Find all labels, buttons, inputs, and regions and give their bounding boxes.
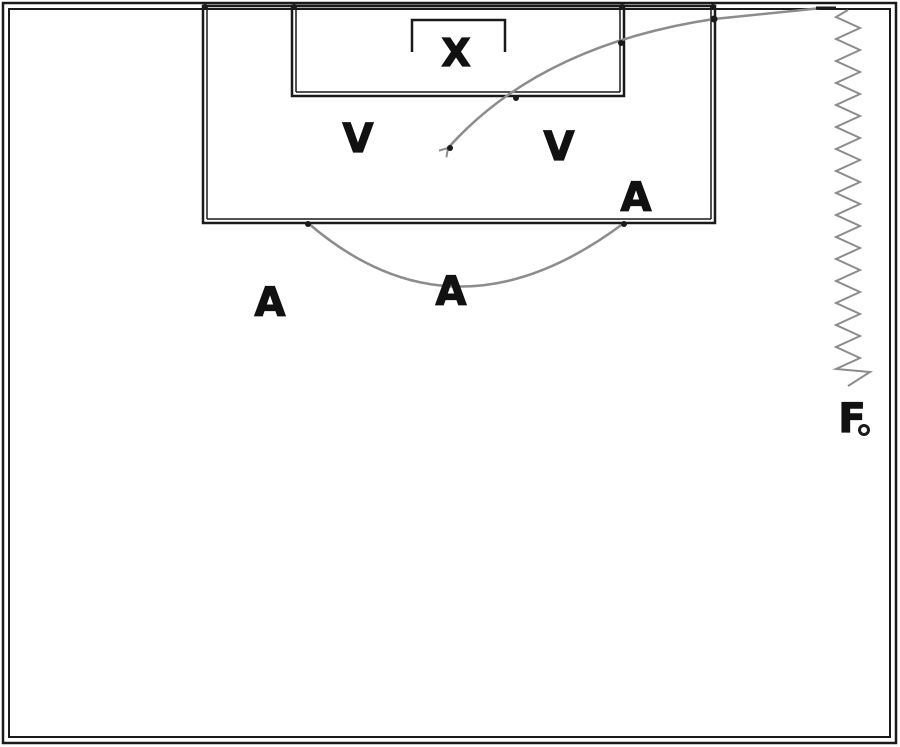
defender-left-label: V bbox=[343, 116, 374, 162]
cross-pass-path bbox=[438, 6, 836, 158]
attacker-arc-right-label: A bbox=[621, 175, 652, 221]
penalty-arc bbox=[307, 222, 625, 288]
flank-player-label: F bbox=[838, 396, 865, 442]
goal-area bbox=[290, 4, 626, 98]
attacker-arc-center-label: A bbox=[436, 269, 467, 315]
line-junction-dots bbox=[202, 4, 716, 10]
defender-right-label: V bbox=[544, 124, 575, 170]
dribble-zigzag-path bbox=[832, 9, 874, 387]
flank-player-dot bbox=[858, 424, 870, 436]
penalty-arc-left-end bbox=[305, 221, 311, 227]
goal-frame bbox=[410, 18, 507, 52]
goalkeeper-label: X bbox=[441, 31, 470, 75]
attacker-left-label: A bbox=[255, 280, 286, 326]
penalty-arc-right-end bbox=[621, 221, 627, 227]
